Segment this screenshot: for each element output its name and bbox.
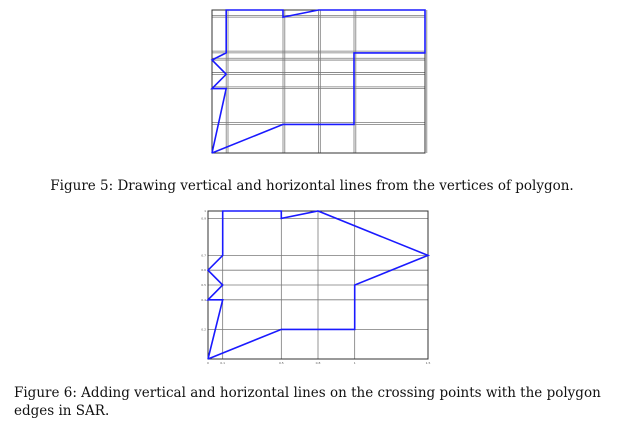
figure-5-svg [210, 9, 428, 154]
figure-5-polygon [210, 9, 426, 154]
figure-6-x-tick-label: 0.8 [316, 361, 321, 365]
figure-6-x-tick-label: 0 [207, 361, 209, 365]
figure-6-y-tick-label: 0.7 [201, 253, 206, 257]
figure-6-grid [208, 211, 429, 359]
figure-5-plot [205, 5, 435, 160]
figure-6-y-tick-label: 0.2 [201, 327, 206, 331]
figure-6-caption: Figure 6: Adding vertical and horizontal… [14, 385, 601, 419]
figure-6-x-tick-label: 1 [354, 361, 356, 365]
figure-6-y-tick-label: 0.6 [201, 268, 206, 272]
figure-6-y-tick-label: 1 [204, 209, 206, 213]
figure-6-polygon [206, 210, 431, 360]
figure-6-x-tick-label: 1.5 [426, 361, 431, 365]
figure-6-x-tick-label: 0.5 [279, 361, 284, 365]
figure-6-y-tick-label: 0.5 [201, 283, 206, 287]
figure-6-y-tick-label: 0.4 [201, 298, 206, 302]
figure-6-x-tick-label: 0.1 [220, 361, 225, 365]
figure-6-plot: 0 0.1 0.5 0.8 1 1.5 0.2 0.4 0.5 0.6 0.7 0.9 1 [198, 207, 434, 365]
figure-5-grid [212, 10, 428, 153]
figure-6-y-tick-label: 0.9 [201, 216, 206, 220]
figure-6-svg: 0 0.1 0.5 0.8 1 1.5 0.2 0.4 0.5 0.6 0.7 0.9 1 [201, 209, 431, 365]
figure-5-caption: Figure 5: Drawing vertical and horizonta… [50, 178, 574, 194]
